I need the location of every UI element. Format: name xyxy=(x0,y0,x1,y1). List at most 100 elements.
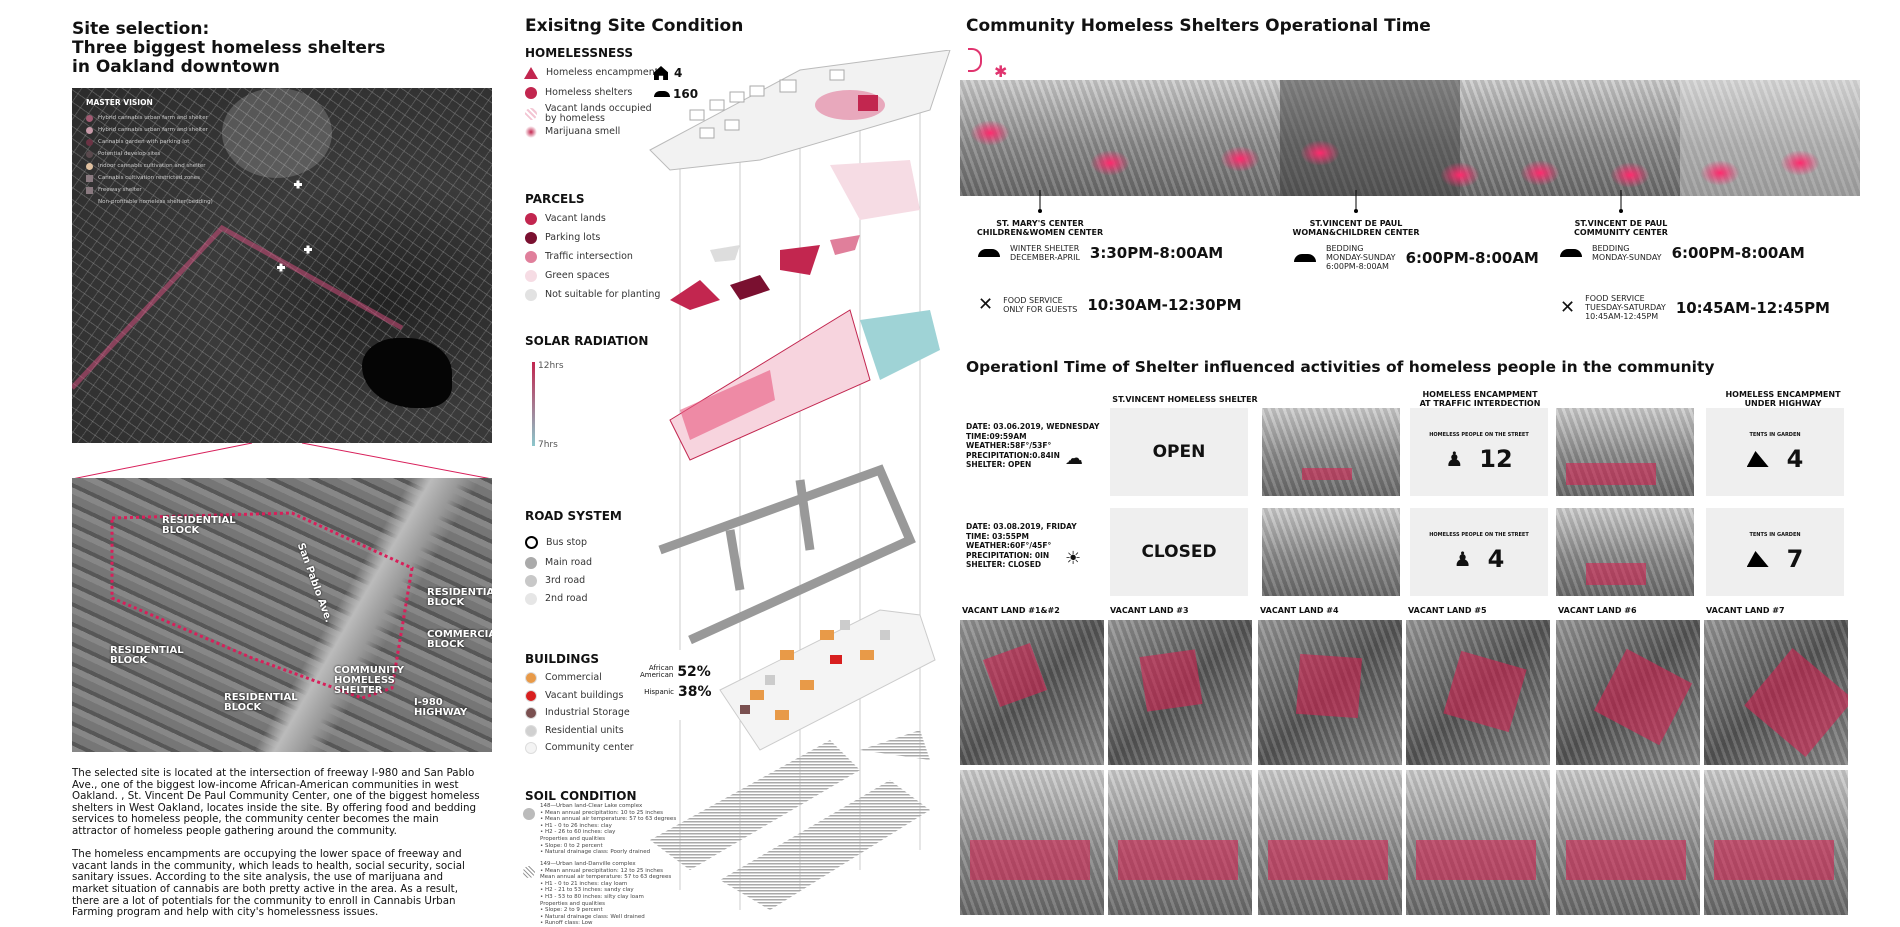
legend-label: 2nd road xyxy=(545,593,588,604)
aerial-label: COMMUNITY HOMELESS SHELTER xyxy=(334,665,405,696)
fork-knife-icon: ✕ xyxy=(1560,297,1576,318)
aerial-label: RESIDENTIAL BLOCK xyxy=(110,645,184,666)
legend-label: Vacant buildings xyxy=(545,689,624,701)
shelter-photo xyxy=(1262,508,1400,596)
vacant-land-aerial-photo xyxy=(1258,620,1402,765)
building-legend-item: Industrial Storage xyxy=(525,707,630,719)
legend-swatch-icon xyxy=(86,114,93,122)
soil-layer xyxy=(650,730,930,910)
master-vision-item: Potential develop sites xyxy=(86,148,213,160)
vacant-land-highlight xyxy=(1295,653,1363,719)
vacant-land-aerial-photo xyxy=(1556,620,1700,765)
shelter-name: ST.VINCENT DE PAUL WOMAN&CHILDREN CENTER xyxy=(1292,219,1420,237)
people-count: 160 xyxy=(654,87,698,101)
legend-label: Traffic intersection xyxy=(545,251,633,262)
legend-label: 3rd road xyxy=(545,575,586,586)
legend-label: Hybrid cannabis urban farm and shelter xyxy=(98,127,208,133)
vacant-land-street-photo xyxy=(1258,770,1402,915)
parcels-layer xyxy=(670,160,920,310)
column-header: HOMELESS ENCAMPMENT AT TRAFFIC INTERDECT… xyxy=(1419,390,1541,408)
observation-info: DATE: 03.06.2019, WEDNESDAY TIME:09:59AM… xyxy=(966,422,1100,469)
master-vision-map: MASTER VISION Hybrid cannabis urban farm… xyxy=(72,88,492,443)
building-swatch-icon xyxy=(525,724,537,737)
shelter-photo xyxy=(1262,408,1400,496)
site-condition-title: Exisitng Site Condition xyxy=(525,16,744,36)
tent-count: 4 xyxy=(1786,445,1804,473)
building-legend-item: Vacant buildings xyxy=(525,689,624,702)
highlight-zone xyxy=(222,88,332,178)
fork-knife-icon: ✕ xyxy=(978,294,994,315)
shelter-name: ST.VINCENT DE PAUL COMMUNITY CENTER xyxy=(1574,219,1668,237)
parcel-legend-item: Green spaces xyxy=(525,270,610,282)
master-vision-item: Hybrid cannabis urban farm and shelter xyxy=(86,124,213,136)
sitting-person-icon: ♟ xyxy=(1453,547,1472,571)
vacant-land-label: VACANT LAND #6 xyxy=(1558,606,1637,615)
legend-swatch-icon xyxy=(86,150,93,158)
shelter-markers xyxy=(72,180,404,390)
legend-swatch-icon xyxy=(86,174,93,182)
count-row: ♟4 xyxy=(1454,545,1505,573)
rain-cloud-icon: ☁ xyxy=(1065,448,1083,469)
legend-label: Non-profitable homeless shelter(bedding) xyxy=(98,199,213,205)
parcel-legend-item: Traffic intersection xyxy=(525,251,633,263)
smell-icon xyxy=(525,126,537,138)
zoom-connector-lines xyxy=(72,443,492,479)
legend-swatch-icon xyxy=(86,138,93,146)
site-selection-title: Site selection: Three biggest homeless s… xyxy=(72,19,386,77)
master-vision-item: Hybrid cannabis urban farm and shelter xyxy=(86,112,213,124)
card-label: TENTS IN GARDEN xyxy=(1749,532,1801,538)
road-layer xyxy=(658,464,916,645)
building-swatch-icon xyxy=(525,689,537,702)
solar-max-label: 12hrs xyxy=(538,361,564,371)
parcel-legend-item: Vacant lands xyxy=(525,213,606,225)
tent-highlight xyxy=(1566,463,1656,485)
bus-stop-icon xyxy=(525,536,538,549)
parcels-heading: PARCELS xyxy=(525,192,585,206)
card-label: HOMELESS PEOPLE ON THE STREET xyxy=(1429,532,1529,538)
legend-label: Main road xyxy=(545,557,593,568)
cannabis-leaf-icon: ✱ xyxy=(994,62,1008,81)
master-vision-title: MASTER VISION xyxy=(86,98,153,107)
sun-icon: ☀ xyxy=(1065,548,1082,569)
tent-count: 7 xyxy=(1786,545,1804,573)
encampment-photo xyxy=(1556,408,1694,496)
third-road-swatch xyxy=(525,575,537,587)
solar-layer xyxy=(669,309,940,461)
vacant-land-highlight xyxy=(970,840,1090,880)
legend-label: Freeway shelter xyxy=(98,187,142,193)
buildings-layer xyxy=(719,609,936,751)
vacant-land-street-photo xyxy=(1556,770,1700,915)
shelter-status: CLOSED xyxy=(1141,542,1217,562)
vacant-land-label: VACANT LAND #3 xyxy=(1110,606,1189,615)
shelter-name: ST. MARY'S CENTER CHILDREN&WOMEN CENTER xyxy=(976,219,1104,237)
aerial-label: I-980 HIGHWAY xyxy=(414,697,468,718)
street-count-card: HOMELESS PEOPLE ON THE STREET ♟4 xyxy=(1410,508,1548,596)
vacant-land-aerial-photo xyxy=(960,620,1104,765)
aerial-label: RESIDENTIAL BLOCK xyxy=(162,515,236,536)
shelter-dot-icon xyxy=(525,87,537,99)
parcel-swatch-icon xyxy=(525,270,537,282)
legend-label: Indoor cannabis cultivation and shelter xyxy=(98,163,206,169)
photo-texture xyxy=(1262,408,1400,496)
parcel-swatch-icon xyxy=(525,289,537,301)
legend-label: Green spaces xyxy=(545,270,610,281)
vacant-land-highlight xyxy=(1268,840,1388,880)
legend-label: Homeless encampment xyxy=(546,67,659,78)
main-road-swatch xyxy=(525,557,537,569)
legend-label: Bus stop xyxy=(546,536,588,548)
legend-label: Marijuana smell xyxy=(545,126,621,137)
card-label: HOMELESS PEOPLE ON THE STREET xyxy=(1429,432,1529,438)
solar-min-label: 7hrs xyxy=(538,440,558,450)
street-panorama-photo xyxy=(960,80,1860,196)
building-swatch-icon xyxy=(525,707,537,719)
master-vision-item: Indoor cannabis cultivation and shelter xyxy=(86,160,213,172)
column-header: ST.VINCENT HOMELESS SHELTER xyxy=(1112,395,1258,404)
vacant-land-aerial-photo xyxy=(1406,620,1550,765)
soil-description: 148—Urban land-Clear Lake complex • Mean… xyxy=(540,803,677,856)
tent-icon xyxy=(1746,551,1769,567)
building-legend-item: Commercial xyxy=(525,672,602,684)
count-row: ♟12 xyxy=(1445,445,1512,473)
soil-heading: SOIL CONDITION xyxy=(525,789,637,803)
